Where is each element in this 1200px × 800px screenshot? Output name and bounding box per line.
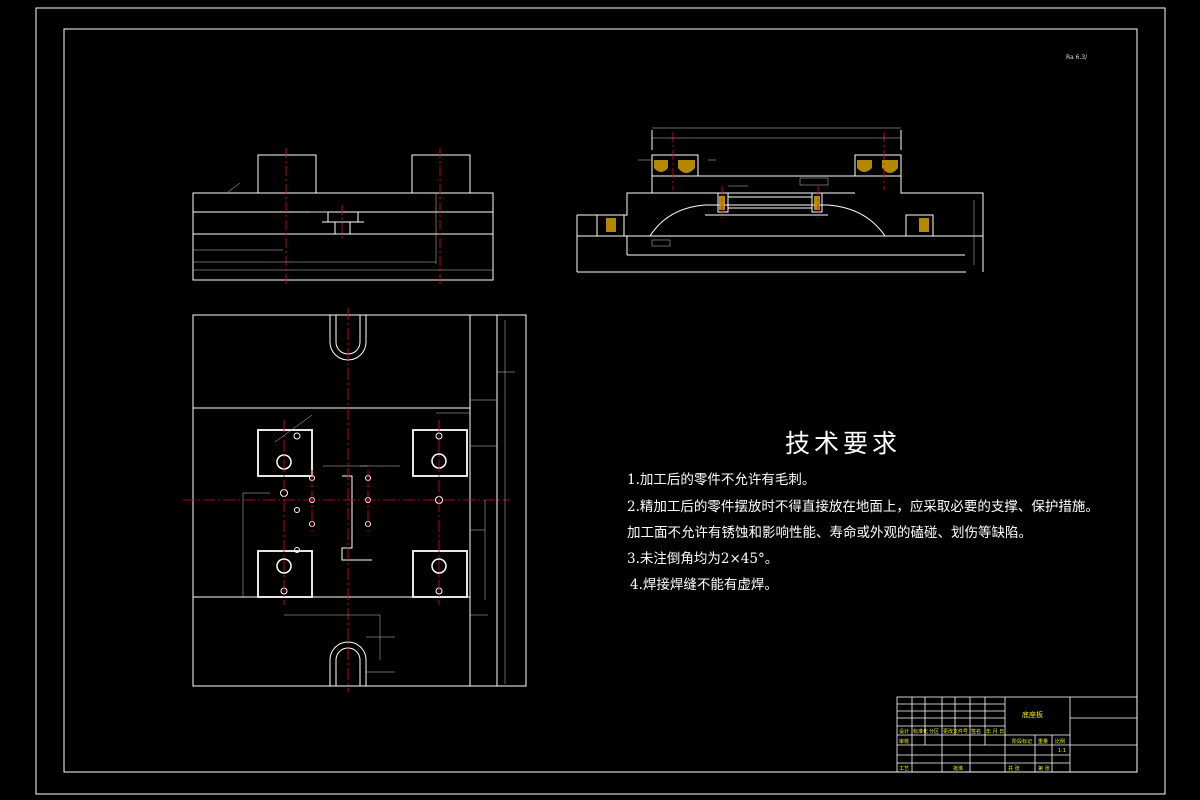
tb-row2-cell-1: 审核 xyxy=(899,739,910,745)
sheet-inner-border xyxy=(63,28,1138,773)
tb-row1-cell-2: 标准化 xyxy=(913,729,929,735)
requirement-note-4: 4.焊接焊缝不能有虚焊。 xyxy=(630,577,778,593)
front-view xyxy=(192,154,494,281)
tb-row3-cell-3: 批准 xyxy=(953,766,964,772)
sheet-outer-border xyxy=(35,7,1166,795)
tb-row1-cell-6: 年 月 日 xyxy=(986,729,1005,735)
requirement-note-2-continued: 加工面不允许有锈蚀和影响性能、寿命或外观的磕碰、划伤等缺陷。 xyxy=(627,525,1032,541)
tb-row1-cell-4: 更改文件号 xyxy=(943,729,969,735)
tb-row1-cell-1: 设计 xyxy=(899,729,910,735)
tb-row2-cell-5: 重量 xyxy=(1038,739,1049,745)
front-view-dimensions xyxy=(193,182,493,271)
tb-row1-cell-3: 分区 xyxy=(929,729,940,735)
tb-row3-cell-4: 共 张 xyxy=(1008,766,1020,772)
top-view-dimensions xyxy=(242,320,515,684)
tb-row1-cell-5: 签名 xyxy=(971,729,982,735)
top-view xyxy=(192,314,527,687)
side-view-centerlines xyxy=(672,132,885,218)
front-view-centerlines xyxy=(285,148,441,285)
tb-row2-cell-6: 比例 xyxy=(1055,739,1066,745)
requirement-note-1: 1.加工后的零件不允许有毛刺。 xyxy=(627,472,816,488)
requirement-note-2: 2.精加工后的零件摆放时不得直接放在地面上，应采取必要的支撑、保护措施。 xyxy=(627,499,1099,515)
technical-requirements-title: 技术要求 xyxy=(785,429,902,458)
side-view-dimensions xyxy=(638,127,975,265)
tb-row2-cell-4: 阶段标记 xyxy=(1012,739,1033,745)
side-view xyxy=(576,130,984,273)
tb-row3-cell-1: 工艺 xyxy=(899,766,910,772)
tb-row3-cell-5: 第 张 xyxy=(1038,766,1050,772)
top-view-centerlines xyxy=(183,308,510,692)
title-block-part-name: 底座板 xyxy=(1022,711,1043,719)
title-block xyxy=(896,696,1138,773)
surface-roughness-note: Ra 6.3/ xyxy=(1066,54,1088,61)
side-view-hatching xyxy=(606,160,929,232)
requirement-note-3: 3.未注倒角均为2×45°。 xyxy=(627,551,779,567)
tb-scale-value: 1:1 xyxy=(1058,748,1067,754)
